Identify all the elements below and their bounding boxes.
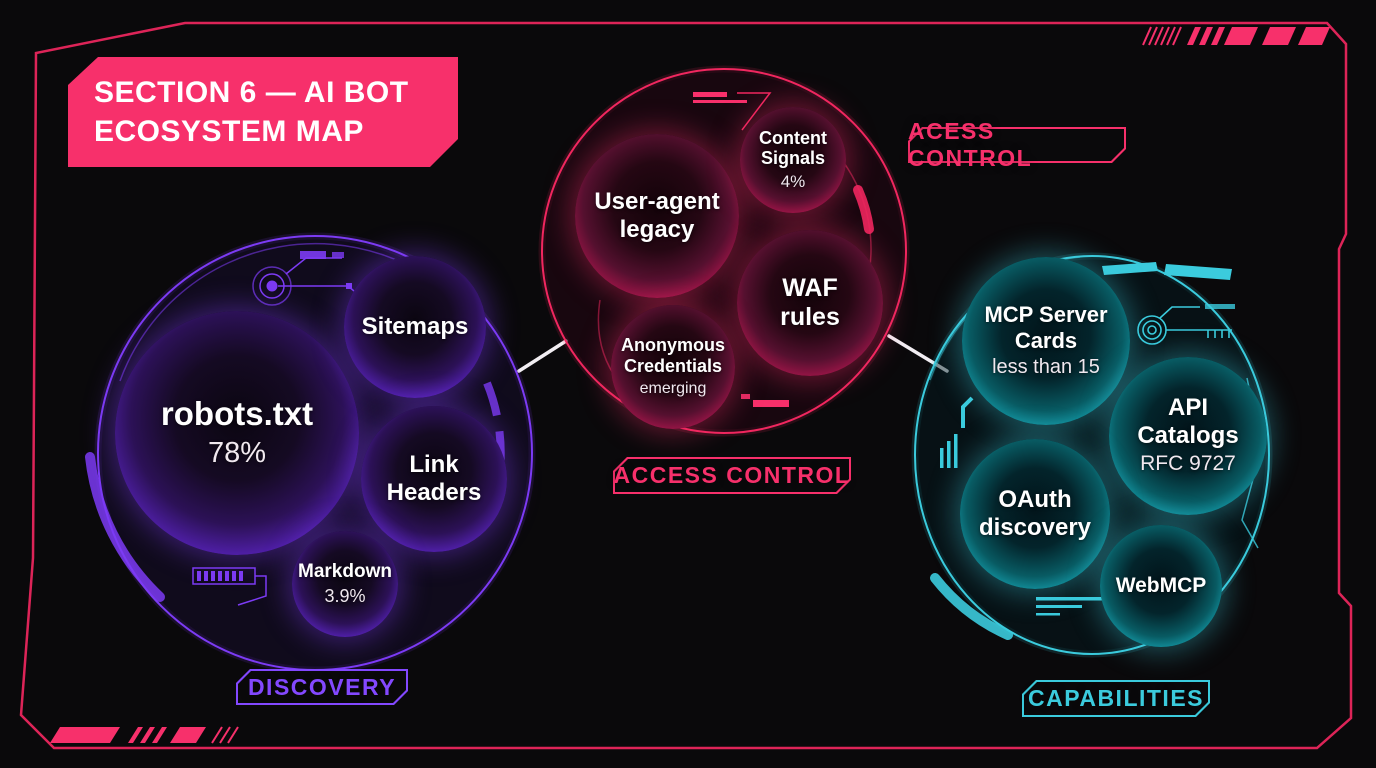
tag-capabilities: CAPABILITIES [1022, 680, 1210, 717]
bubble-webmcp: WebMCP [1100, 525, 1222, 647]
tag-fill [238, 671, 406, 703]
bubble-label: User-agent legacy [594, 188, 720, 243]
bubble-value: 3.9% [324, 585, 366, 606]
bubble-label: API Catalogs [1137, 394, 1239, 449]
bubble-label: robots.txt [160, 394, 314, 432]
bubble-robots-txt: robots.txt 78% [115, 311, 359, 555]
bubble-label: MCP Server Cards [984, 302, 1108, 353]
bubble-content-signals: Content Signals 4% [740, 107, 846, 213]
bubble-label: Markdown [298, 560, 392, 582]
bubble-mcp-server-cards: MCP Server Cards less than 15 [962, 257, 1130, 425]
connector-access-capabilities [887, 334, 949, 373]
tag-discovery: DISCOVERY [236, 669, 408, 705]
bubble-markdown: Markdown 3.9% [292, 531, 398, 637]
tag-label: CAPABILITIES [1027, 685, 1205, 711]
bubble-oauth-discovery: OAuth discovery [960, 439, 1110, 589]
hud-marks-pink [693, 92, 789, 407]
bubble-waf-rules: WAF rules [737, 230, 883, 376]
tag-acess-control: ACESS CONTROL [908, 118, 1126, 171]
bubble-sitemaps: Sitemaps [344, 256, 486, 398]
tag-fill [615, 459, 849, 492]
bubble-label: Link Headers [386, 451, 482, 506]
hud-marks-cyan [940, 262, 1232, 616]
barcode-icon [192, 567, 267, 606]
frame-border [19, 21, 1353, 750]
bubble-value: RFC 9727 [1140, 452, 1236, 476]
tag-label: DISCOVERY [247, 673, 397, 700]
title-banner: SECTION 6 — AI BOT ECOSYSTEM MAP [68, 57, 458, 167]
tag-fill [910, 129, 1124, 161]
bubble-value: 78% [207, 436, 267, 469]
connector-discovery-access [517, 339, 568, 373]
bubble-label: WAF rules [780, 274, 840, 331]
key-circuit-icon [961, 304, 1235, 428]
bubble-api-catalogs: API Catalogs RFC 9727 [1109, 357, 1267, 515]
bubble-user-agent-legacy: User-agent legacy [575, 134, 739, 298]
hatch-marks-top-right [1142, 26, 1330, 46]
tag-fill [1024, 682, 1208, 715]
bubble-link-headers: Link Headers [361, 406, 507, 552]
title-line-2: ECOSYSTEM MAP [94, 115, 364, 148]
bubble-value: 4% [780, 172, 806, 192]
bubble-label: OAuth discovery [978, 486, 1092, 541]
bubble-label: Sitemaps [361, 313, 469, 341]
tag-access-control: ACCESS CONTROL [613, 457, 851, 494]
bubble-anonymous-credentials: Anonymous Credentials emerging [611, 305, 735, 429]
title-line-1: SECTION 6 — AI BOT [94, 76, 409, 109]
bubble-value: less than 15 [992, 355, 1100, 378]
bubble-label: Anonymous Credentials [620, 335, 725, 376]
tag-label: ACESS CONTROL [908, 118, 1033, 171]
bubble-label: WebMCP [1115, 573, 1207, 597]
hatch-marks-bottom-left [50, 726, 239, 744]
bubble-value: emerging [639, 379, 707, 397]
tag-label: ACCESS CONTROL [613, 462, 851, 488]
bubble-label: Content Signals [759, 127, 827, 169]
